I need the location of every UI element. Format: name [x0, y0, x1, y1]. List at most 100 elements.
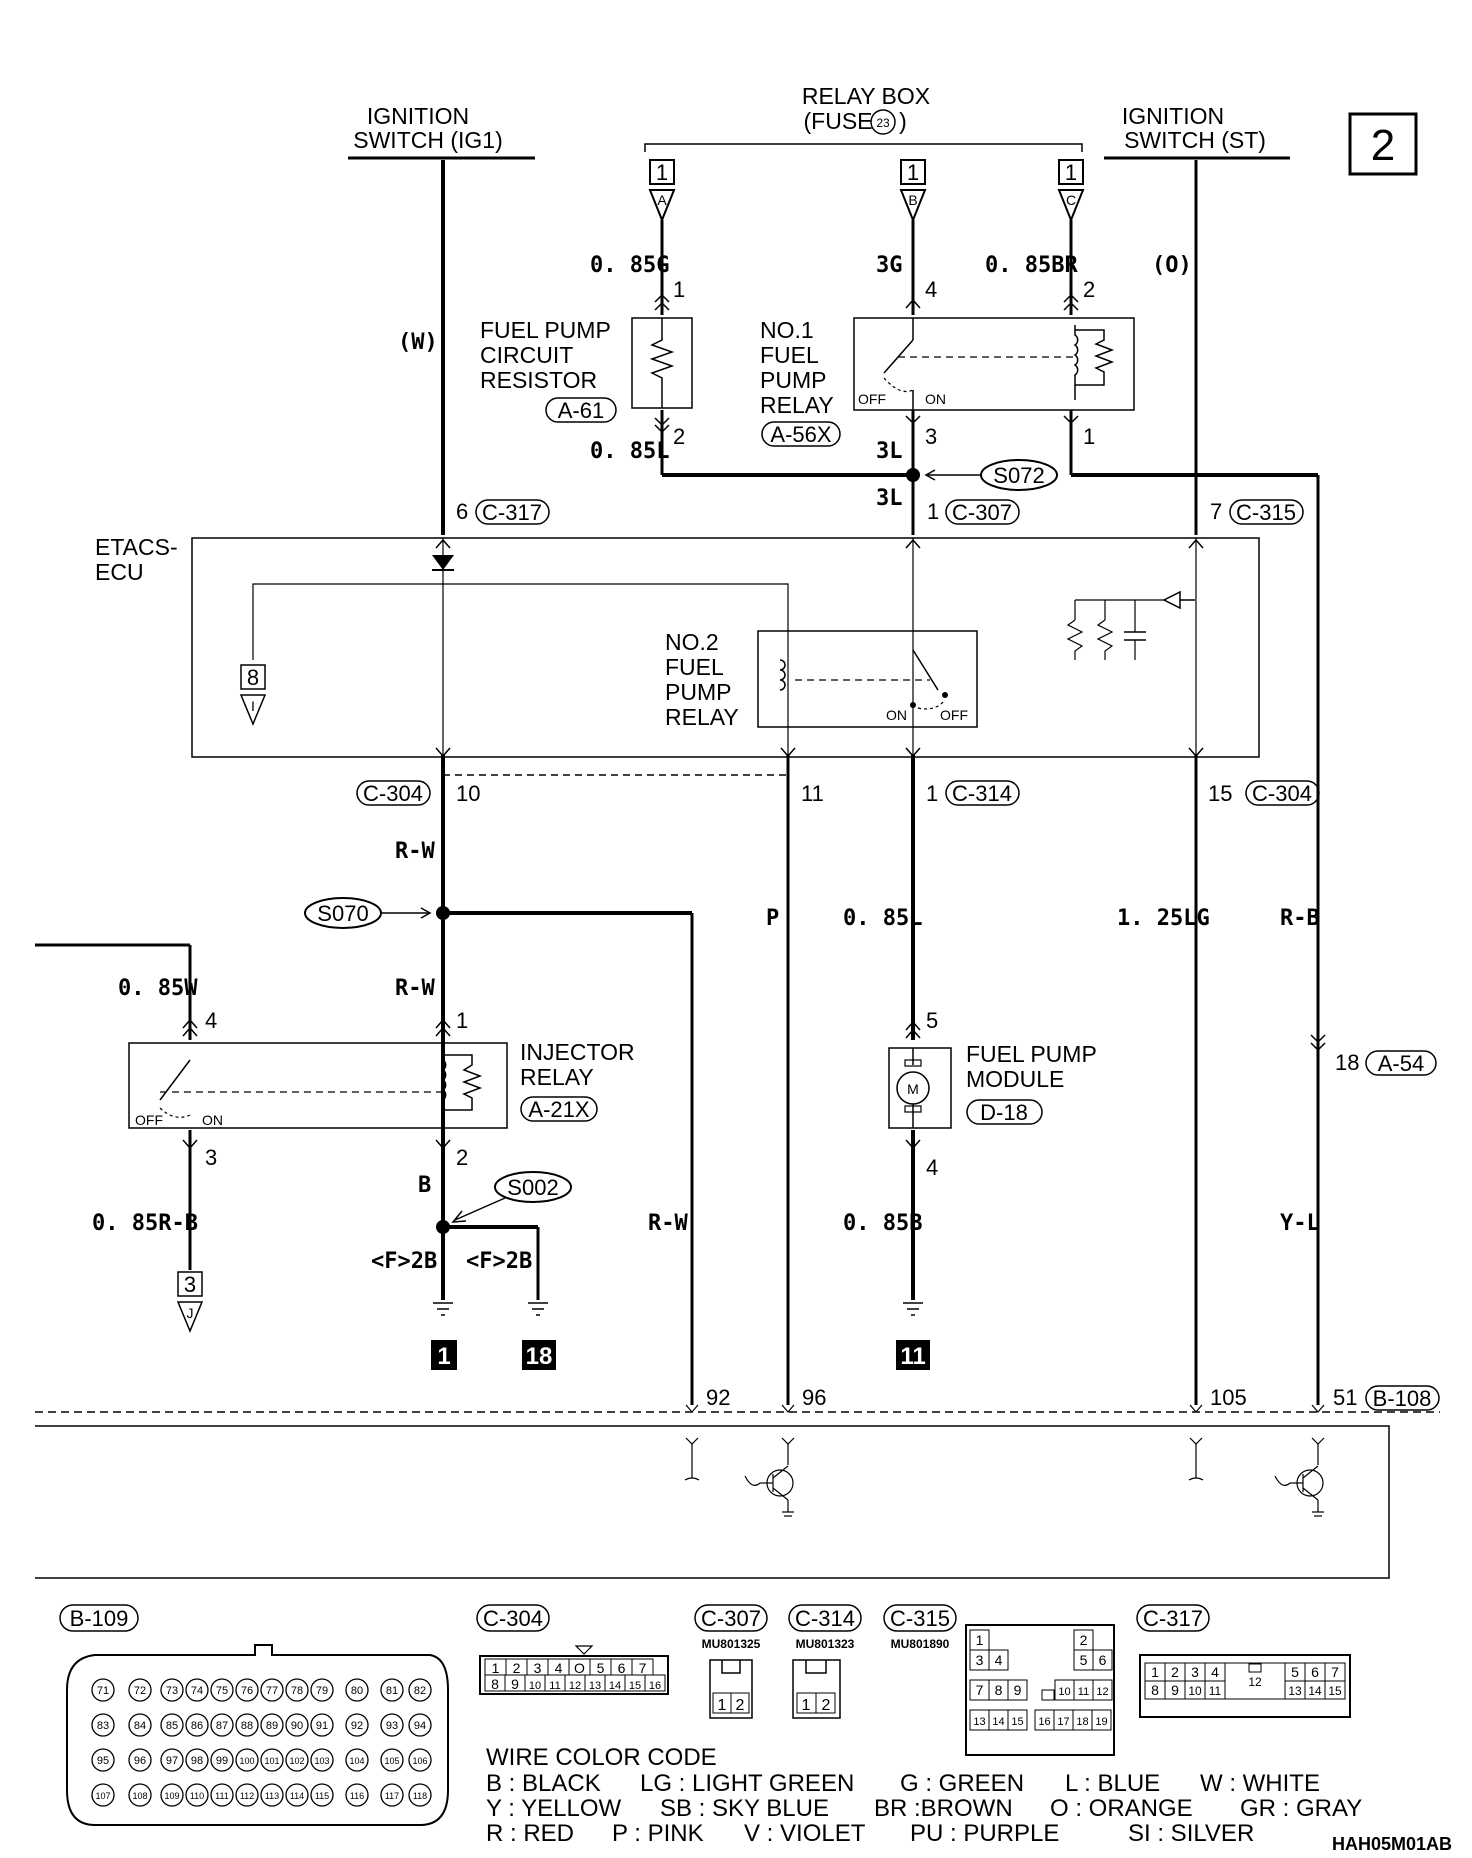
svg-text:RELAY: RELAY: [520, 1064, 594, 1090]
svg-text:1: 1: [802, 1697, 811, 1714]
svg-text:INJECTOR: INJECTOR: [520, 1039, 635, 1065]
pin-11: 11: [801, 781, 824, 806]
b109-pin-97: [160, 1748, 184, 1772]
svg-text:3: 3: [184, 1272, 196, 1297]
b109-pin-label: 81: [386, 1685, 398, 1697]
b109-pin-label: 89: [266, 1720, 278, 1732]
splice-dot-s002: [436, 1220, 450, 1234]
etacs-terminal-arrows: [182, 538, 1204, 1150]
b109-pin-118: [408, 1783, 432, 1807]
pin-pm-4: 4: [926, 1155, 938, 1180]
b109-pin-76: [235, 1678, 259, 1702]
svg-text:B-108: B-108: [1373, 1386, 1432, 1411]
b109-pin-label: 86: [191, 1720, 203, 1732]
ecu-internal: [684, 1404, 1325, 1517]
ground-1: 1: [431, 1302, 457, 1370]
svg-text:IGNITION: IGNITION: [367, 103, 469, 129]
b109-pin-label: 103: [314, 1756, 329, 1766]
b109-pin-label: 101: [264, 1756, 279, 1766]
pin-res-2: 2: [673, 424, 685, 449]
fuse-number-circle: [870, 109, 896, 135]
no1-fuel-pump-relay: NO.1 FUEL PUMP RELAY OFF ON A-56X: [760, 317, 1135, 447]
b109-pin-108: [128, 1783, 152, 1807]
b109-pin-93: [380, 1713, 404, 1737]
svg-text:FUEL PUMP: FUEL PUMP: [966, 1041, 1097, 1067]
wire-rw-1: R-W: [395, 839, 435, 864]
b109-pin-label: 88: [241, 1720, 253, 1732]
etacs-pin8-box: [240, 664, 266, 690]
svg-text:OFF: OFF: [135, 1112, 163, 1128]
drawing-code: HAH05M01AB: [1332, 1834, 1452, 1854]
svg-text:PUMP: PUMP: [760, 367, 826, 393]
wire-085l-top: 0. 85L: [590, 439, 669, 464]
svg-text:LG : LIGHT GREEN: LG : LIGHT GREEN: [640, 1770, 854, 1797]
svg-text:M: M: [907, 1081, 919, 1097]
wire-rb: R-B: [1280, 906, 1320, 931]
svg-text:C-314: C-314: [795, 1606, 855, 1631]
connector-tag-c304-b: [1245, 780, 1320, 806]
svg-text:B: B: [908, 192, 917, 208]
c315-pin-label: 10: [1058, 1686, 1070, 1698]
svg-text:C-307: C-307: [952, 500, 1012, 525]
b109-pin-label: 92: [351, 1720, 363, 1732]
svg-text:1: 1: [907, 160, 919, 185]
wire-b: B: [418, 1173, 431, 1198]
b109-pin-90: [285, 1713, 309, 1737]
svg-text:NO.1: NO.1: [760, 317, 814, 343]
wire-ig1-color: (W): [398, 330, 438, 355]
b109-pin-label: 72: [134, 1685, 146, 1697]
b109-pin-label: 106: [412, 1756, 427, 1766]
b109-pin-label: 114: [290, 1791, 304, 1801]
c315-pin-label: 13: [973, 1716, 985, 1728]
c317-pin-label: 3: [1191, 1664, 1199, 1680]
c304-pin-label: 16: [649, 1680, 661, 1692]
c317-pin-label: 8: [1151, 1682, 1159, 1698]
svg-text:OFF: OFF: [858, 391, 886, 407]
svg-text:L : BLUE: L : BLUE: [1065, 1770, 1160, 1797]
b109-pin-73: [160, 1678, 184, 1702]
b109-pin-label: 84: [134, 1720, 146, 1732]
pin-b-51: 51: [1333, 1385, 1357, 1410]
c315-pin-label: 18: [1076, 1716, 1088, 1728]
svg-text:RESISTOR: RESISTOR: [480, 367, 597, 393]
connector-view-c307: C-307 MU801325 1 2: [694, 1604, 768, 1719]
c315-pin-label: 11: [1078, 1686, 1089, 1698]
pin-inj-3: 3: [205, 1145, 217, 1170]
svg-text:C-315: C-315: [890, 1606, 950, 1631]
svg-text:Y : YELLOW: Y : YELLOW: [486, 1795, 622, 1822]
svg-text:A-54: A-54: [1378, 1051, 1424, 1076]
b109-pin-109: [160, 1783, 184, 1807]
svg-text:ECU: ECU: [95, 559, 144, 585]
fuel-pump-module: M FUEL PUMP MODULE D-18: [888, 1041, 1097, 1129]
svg-text:1: 1: [718, 1697, 727, 1714]
relay-box-pin-b: 1 B: [899, 159, 927, 223]
wire-125lg: 1. 25LG: [1117, 906, 1210, 931]
terminal-arrows: [654, 293, 1079, 434]
pin-r1-1: 1: [1083, 424, 1095, 449]
svg-text:ON: ON: [925, 391, 946, 407]
c304-pin-label: 14: [609, 1680, 621, 1692]
c315-pin-label: 3: [976, 1652, 984, 1668]
svg-text:P : PINK: P : PINK: [612, 1820, 704, 1847]
b109-pin-88: [235, 1713, 259, 1737]
svg-text:C-304: C-304: [363, 781, 423, 806]
svg-text:C-317: C-317: [482, 500, 542, 525]
c315-pin-label: 6: [1099, 1652, 1107, 1668]
svg-text:S072: S072: [993, 463, 1044, 488]
c315-cell: [1091, 1709, 1112, 1731]
b109-pin-label: 75: [216, 1685, 228, 1697]
b109-pin-label: 77: [266, 1685, 278, 1697]
svg-text:ON: ON: [202, 1112, 223, 1128]
svg-text:PUMP: PUMP: [665, 679, 731, 705]
c315-pin-label: 19: [1095, 1716, 1107, 1728]
svg-text:IGNITION: IGNITION: [1122, 103, 1224, 129]
a54-terminal: [1310, 1034, 1326, 1052]
b109-pin-92: [345, 1713, 369, 1737]
wire-085g: 0. 85G: [590, 253, 669, 278]
c317-pin-label: 1: [1151, 1664, 1159, 1680]
wires: [35, 160, 1320, 1405]
pin-r1-2: 2: [1083, 277, 1095, 302]
